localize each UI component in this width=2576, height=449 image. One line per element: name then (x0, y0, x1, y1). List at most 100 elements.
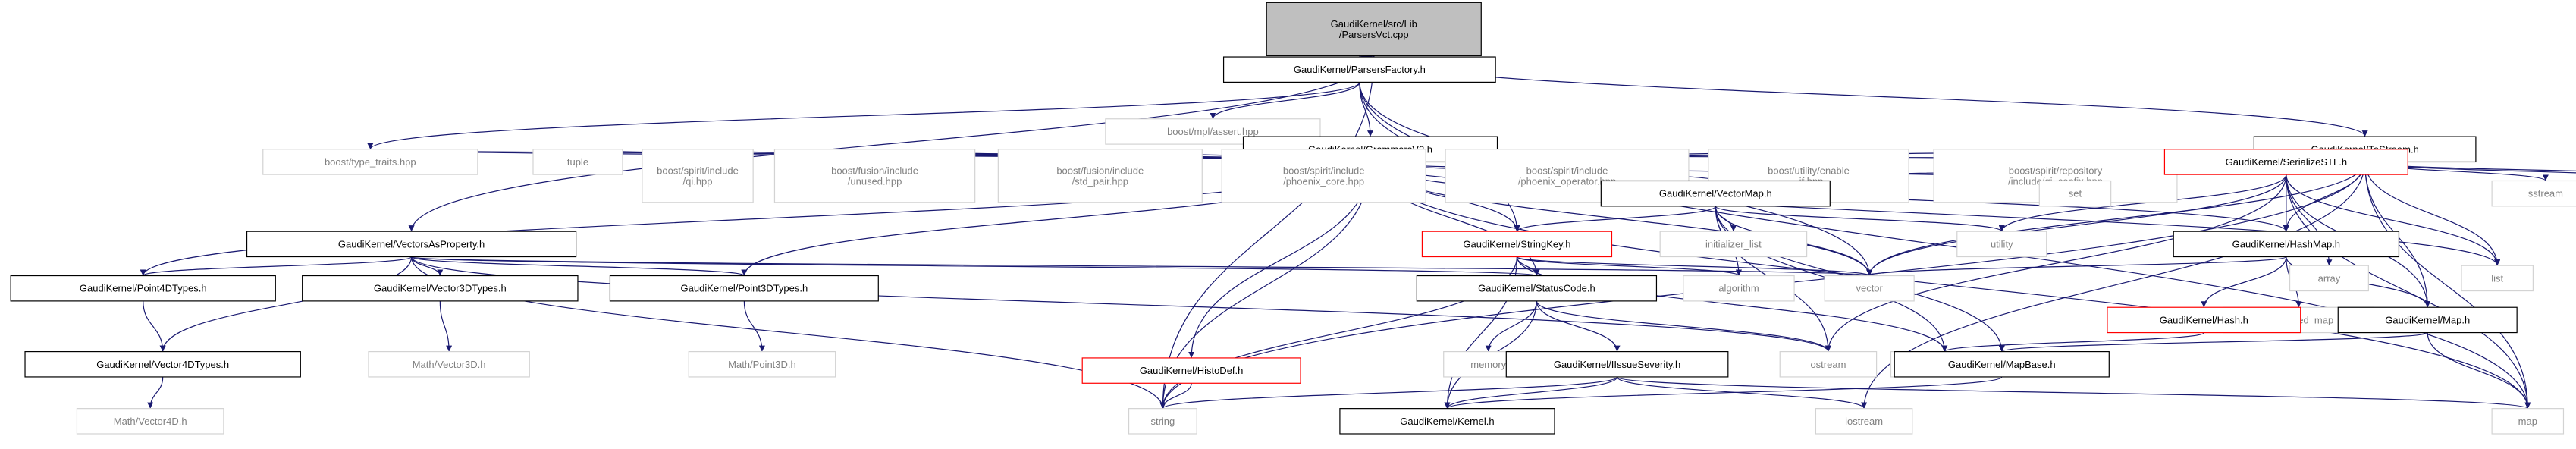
node-label: /qi.hpp (682, 175, 712, 187)
node-label: GaudiKernel/VectorsAsProperty.h (338, 238, 485, 250)
node-box (1956, 231, 2047, 258)
edge-root-to-ts (1373, 55, 2368, 137)
node-box (1222, 56, 1496, 83)
node-hash[interactable]: GaudiKernel/Hash.h (2107, 306, 2301, 334)
node-label: boost/fusion/include (831, 165, 918, 176)
node-label: boost/fusion/include (1056, 165, 1144, 176)
node-box (609, 275, 879, 302)
node-mapbase[interactable]: GaudiKernel/MapBase.h (1894, 350, 2110, 378)
node-p3d[interactable]: GaudiKernel/Point3DTypes.h (609, 275, 879, 302)
node-label: GaudiKernel/Kernel.h (1400, 416, 1494, 427)
edge-issue-to-map (1616, 376, 2531, 410)
node-phoenixcore: boost/spirit/include/phoenix_core.hpp (1221, 149, 1426, 203)
node-root[interactable]: GaudiKernel/src/Lib/ParsersVct.cpp (1266, 2, 1482, 56)
node-label: map (2518, 416, 2537, 427)
node-box (2289, 265, 2369, 292)
node-label: ostream (1810, 359, 1846, 370)
node-statuscode[interactable]: GaudiKernel/StatusCode.h (1416, 275, 1658, 302)
node-box (1421, 231, 1613, 258)
node-box (1339, 408, 1555, 435)
edge-hashmap-to-hash (2201, 256, 2287, 308)
node-v4d[interactable]: GaudiKernel/Vector4DTypes.h (24, 350, 301, 378)
edge-ts-to-list (2364, 162, 2501, 266)
node-box (1221, 149, 1426, 203)
node-v3d[interactable]: GaudiKernel/Vector3DTypes.h (302, 275, 579, 302)
node-box (24, 350, 301, 378)
edge-map_h-to-map (2427, 332, 2531, 409)
node-box (2337, 306, 2518, 334)
edge-statuscode-to-issue (1536, 300, 1621, 352)
node-box (642, 149, 754, 203)
node-label: GaudiKernel/Point4DTypes.h (80, 283, 207, 294)
edge-statuscode-to-memory (1485, 300, 1537, 352)
edge-v3d-to-mathv3d (439, 300, 453, 352)
node-initlist: initializer_list (1659, 231, 1808, 258)
edge-sstl-to-vector (1866, 174, 2287, 276)
edge-vap-to-ostream (410, 256, 1831, 352)
node-label: algorithm (1718, 283, 1759, 294)
node-iostream: iostream (1815, 408, 1913, 435)
node-label: /unused.hpp (848, 175, 902, 187)
edge-issue-to-kernel (1444, 376, 1618, 409)
node-pf[interactable]: GaudiKernel/ParsersFactory.h (1222, 56, 1496, 83)
edge-pf-to-typetraits_b (367, 81, 1360, 150)
node-label: list (2491, 272, 2503, 284)
node-set: set (2038, 180, 2112, 207)
node-mathv4d: Math/Vector4D.h (76, 408, 224, 435)
node-vmap[interactable]: GaudiKernel/VectorMap.h (1600, 180, 1831, 207)
node-mathv3d: Math/Vector3D.h (368, 350, 530, 378)
node-box (2107, 306, 2301, 334)
node-label: /std_pair.hpp (1072, 175, 1128, 187)
node-box (2038, 180, 2112, 207)
node-hashmap[interactable]: GaudiKernel/HashMap.h (2173, 231, 2400, 258)
edge-strkey-to-algorithm (1516, 256, 1742, 277)
node-algorithm: algorithm (1683, 275, 1795, 302)
node-box (1600, 180, 1831, 207)
node-box (1266, 2, 1482, 56)
node-box (246, 231, 577, 258)
node-typetraits_b: boost/type_traits.hpp (262, 149, 478, 175)
node-vap[interactable]: GaudiKernel/VectorsAsProperty.h (246, 231, 577, 258)
node-box (1824, 275, 1915, 302)
node-strkey[interactable]: GaudiKernel/StringKey.h (1421, 231, 1613, 258)
node-box (1081, 357, 1301, 384)
node-box (1128, 408, 1197, 435)
edge-hashmap-to-vector (1866, 256, 2287, 277)
node-label: /ParsersVct.cpp (1339, 29, 1409, 40)
node-label: boost/spirit/repository (2009, 165, 2103, 176)
node-label: tuple (567, 156, 588, 168)
node-kernel[interactable]: GaudiKernel/Kernel.h (1339, 408, 1555, 435)
node-issue[interactable]: GaudiKernel/IIssueSeverity.h (1505, 350, 1729, 378)
edge-hash-to-functional (1941, 332, 2204, 353)
edge-vap-to-statuscode (410, 256, 1539, 277)
node-sstl[interactable]: GaudiKernel/SerializeSTL.h (2163, 149, 2408, 175)
edge-pf-to-mplassert (1210, 82, 1360, 119)
node-tuple: tuple (532, 149, 623, 175)
node-map_h[interactable]: GaudiKernel/Map.h (2337, 306, 2518, 334)
node-label: GaudiKernel/StringKey.h (1463, 238, 1570, 250)
node-label: GaudiKernel/SerializeSTL.h (2226, 156, 2347, 168)
node-label: utility (1991, 238, 2013, 250)
node-label: memory (1470, 359, 1506, 370)
node-vector: vector (1824, 275, 1915, 302)
node-label: string (1150, 416, 1175, 427)
node-box (1894, 350, 2110, 378)
edge-mapbase-to-kernel (1444, 376, 2003, 410)
node-label: initializer_list (1705, 238, 1762, 250)
node-box (773, 149, 976, 203)
node-histodef[interactable]: GaudiKernel/HistoDef.h (1081, 357, 1301, 384)
node-label: GaudiKernel/src/Lib (1331, 18, 1417, 30)
edge-gv2-to-list (1370, 162, 2501, 266)
node-label: GaudiKernel/Point3DTypes.h (681, 283, 808, 294)
edge-strkey-to-vector (1516, 256, 1872, 277)
node-p4d[interactable]: GaudiKernel/Point4DTypes.h (10, 275, 276, 302)
node-label: Math/Vector4D.h (114, 416, 187, 427)
edge-v4d-to-mathv4d (147, 376, 164, 409)
edge-root-to-vap (408, 55, 1375, 232)
edge-strkey-to-functional (1516, 256, 1948, 352)
node-box (262, 149, 478, 175)
node-box (302, 275, 579, 302)
node-label: GaudiKernel/Vector3DTypes.h (374, 283, 507, 294)
node-label: GaudiKernel/MapBase.h (1948, 359, 2056, 370)
edge-root-to-string (1159, 55, 1375, 409)
